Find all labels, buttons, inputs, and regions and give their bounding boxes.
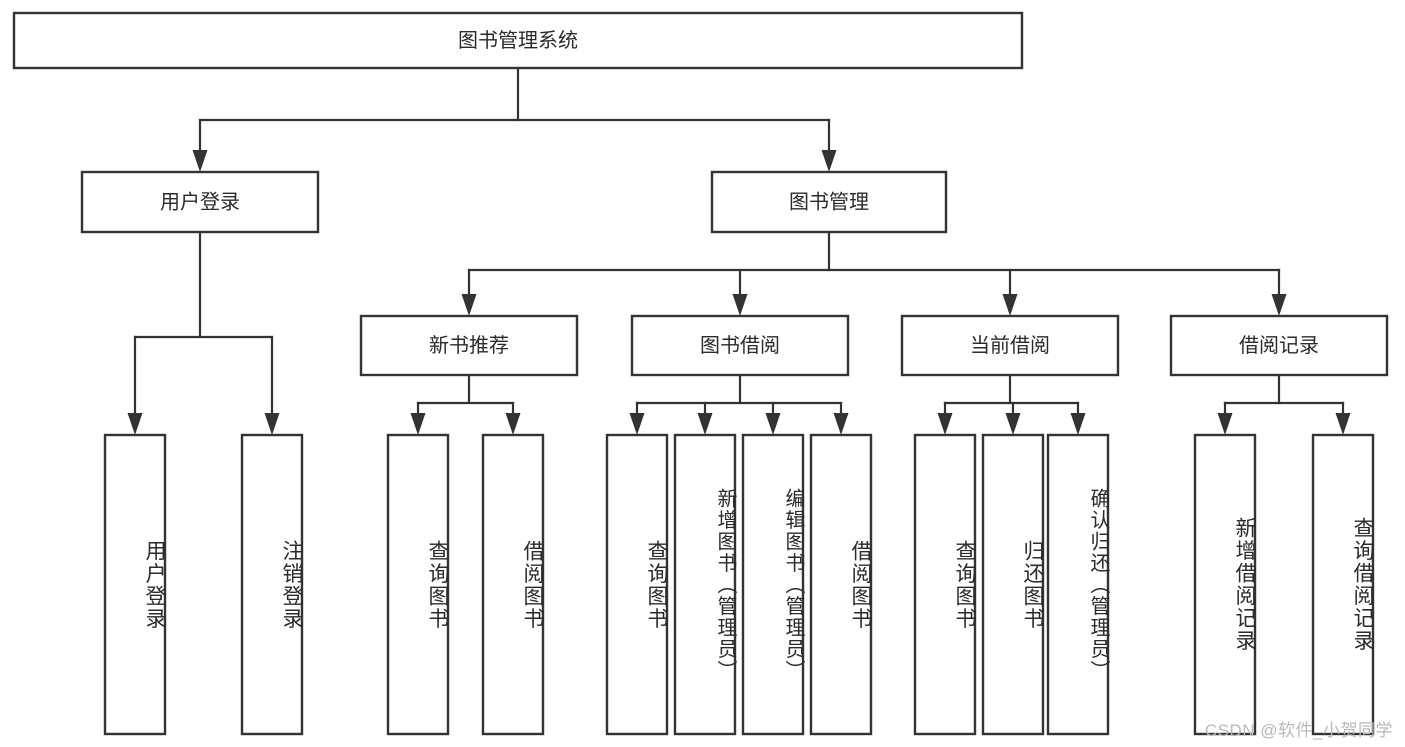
leaf-leaf-return-book-box[interactable] (981, 433, 1045, 736)
leaf-leaf-query-book-borrow-box[interactable] (605, 433, 669, 736)
leaf-leaf-logout-login-box[interactable] (240, 433, 304, 736)
arrow-current-borrow-2 (1070, 413, 1086, 435)
arrow-current-borrow-1 (1005, 413, 1021, 435)
arrow-current-borrow-0 (937, 413, 953, 435)
arrow-to-new-book-recommend (461, 294, 477, 316)
leaf-leaf-query-book-rec-box[interactable] (386, 433, 450, 736)
arrow-user-login-1 (264, 413, 280, 435)
connector-layer (127, 66, 1351, 435)
arrow-book-borrow-1 (697, 413, 713, 435)
node-borrow-record-label: 借阅记录 (1239, 334, 1319, 357)
node-book-borrow-box[interactable] (630, 314, 850, 377)
arrow-to-current-borrow (1002, 294, 1018, 316)
node-borrow-record-box[interactable] (1169, 314, 1389, 377)
leaf-leaf-user-login-box[interactable] (103, 433, 167, 736)
arrow-book-borrow-3 (833, 413, 849, 435)
root-node-label: 图书管理系统 (458, 29, 578, 52)
node-box-layer (12, 11, 1389, 736)
leaf-leaf-confirm-return-box[interactable] (1046, 433, 1110, 736)
node-book-manage-box[interactable] (710, 170, 948, 234)
leaf-leaf-edit-book-box[interactable] (741, 433, 805, 736)
leaf-leaf-query-book-cur-box[interactable] (913, 433, 977, 736)
node-book-manage-label: 图书管理 (789, 190, 869, 213)
leaf-leaf-add-borrow-record-box[interactable] (1193, 433, 1257, 736)
arrow-to-book-manage (821, 150, 837, 172)
arrow-borrow-record-0 (1217, 413, 1233, 435)
arrow-borrow-record-1 (1335, 413, 1351, 435)
node-new-book-recommend-label: 新书推荐 (429, 334, 509, 357)
arrow-new-book-recommend-0 (410, 413, 426, 435)
node-new-book-recommend-box[interactable] (359, 314, 579, 377)
node-current-borrow-box[interactable] (900, 314, 1120, 377)
leaf-leaf-borrow-book-box[interactable] (809, 433, 873, 736)
arrow-book-borrow-2 (765, 413, 781, 435)
arrow-new-book-recommend-1 (505, 413, 521, 435)
arrow-book-borrow-0 (629, 413, 645, 435)
arrow-user-login-0 (127, 413, 143, 435)
node-user-login-label: 用户登录 (160, 190, 240, 213)
node-book-borrow-label: 图书借阅 (700, 334, 780, 357)
root-node-box[interactable] (12, 11, 1024, 70)
leaf-leaf-add-book-box[interactable] (673, 433, 737, 736)
arrow-to-book-borrow (732, 294, 748, 316)
leaf-leaf-borrow-book-rec-box[interactable] (481, 433, 545, 736)
arrow-to-user-login (192, 150, 208, 172)
node-user-login-box[interactable] (80, 170, 320, 234)
node-current-borrow-label: 当前借阅 (970, 334, 1050, 357)
csdn-watermark: CSDN @软件_小贺同学 (1204, 721, 1393, 740)
arrow-to-borrow-record (1271, 294, 1287, 316)
leaf-leaf-query-borrow-record-box[interactable] (1311, 433, 1375, 736)
